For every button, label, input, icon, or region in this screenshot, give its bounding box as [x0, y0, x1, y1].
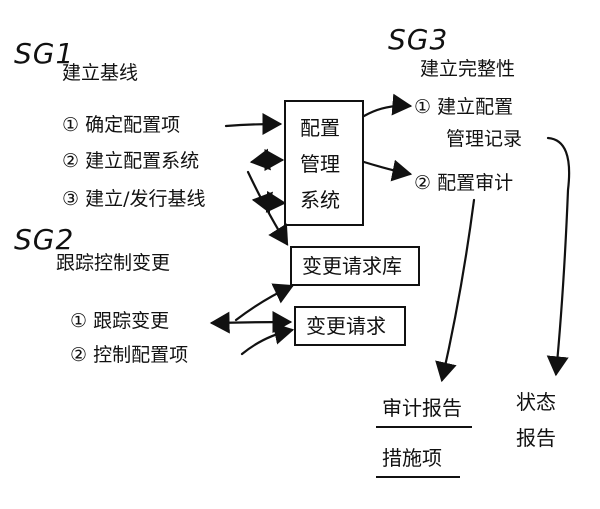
- sg1-item-2-num: ②: [62, 150, 80, 172]
- sg3-item-1-text-2: 管理记录: [446, 128, 523, 150]
- sg2-title: 跟踪控制变更: [56, 252, 171, 274]
- arrow-baseline-cms: [251, 190, 287, 214]
- arrow-cms-to-records: [362, 93, 413, 118]
- sg3-item-2-text: 配置审计: [437, 172, 514, 194]
- sg1-item-3: ③ 建立/发行基线: [62, 190, 206, 209]
- change-request-label: 变更请求: [306, 314, 386, 338]
- arrow-system-to-crdb: [246, 170, 289, 246]
- sg3-item-1-num: ①: [414, 96, 432, 118]
- sg1-label: SG1: [14, 37, 75, 70]
- audit-report-underline: [376, 426, 472, 428]
- change-request-db-box: [290, 246, 420, 286]
- arrow-request-to-crdb: [234, 283, 294, 322]
- sg3-title: 建立完整性: [420, 58, 516, 80]
- sg2-label: SG2: [14, 223, 75, 256]
- arrow-records-to-status: [546, 136, 571, 377]
- status-report-line-2: 报告: [516, 426, 556, 450]
- arrow-cms-to-audit: [362, 159, 413, 182]
- sg2-item-1-num: ①: [70, 310, 88, 332]
- change-request-db-label: 变更请求库: [302, 254, 402, 278]
- sg1-item-1-text: 确定配置项: [85, 114, 181, 136]
- sg1-item-3-text: 建立/发行基线: [85, 188, 206, 210]
- sg2-item-2-num: ②: [70, 344, 88, 366]
- status-report: 状态 报告: [516, 384, 556, 456]
- arrow-identify-to-cms: [224, 113, 283, 136]
- action-items-underline: [376, 476, 460, 478]
- sg3-item-1-line-1: ① 建立配置: [414, 98, 513, 117]
- sg2-item-2-text: 控制配置项: [93, 344, 189, 366]
- arrow-audit-to-report: [435, 198, 476, 383]
- sg1-item-2-text: 建立配置系统: [85, 150, 200, 172]
- cms-box-line-1: 配置: [300, 116, 340, 140]
- sg1-item-3-num: ③: [62, 188, 80, 210]
- sg1-item-1-num: ①: [62, 114, 80, 136]
- sg2-item-1-text: 跟踪变更: [93, 310, 170, 332]
- cms-box: [284, 100, 364, 226]
- arrow-establish-system-cms: [249, 148, 285, 172]
- sg3-item-2: ② 配置审计: [414, 174, 513, 193]
- cms-box-line-3: 系统: [300, 188, 340, 212]
- sg1-item-2: ② 建立配置系统: [62, 152, 199, 171]
- cms-box-label: 配置 管理 系统: [300, 110, 340, 218]
- sg2-item-2: ② 控制配置项: [70, 346, 188, 365]
- action-items: 措施项: [382, 446, 442, 470]
- sg1-title: 建立基线: [62, 62, 139, 84]
- sg1-item-1: ① 确定配置项: [62, 116, 180, 135]
- arrow-track-change-request: [209, 311, 293, 334]
- sg3-item-2-num: ②: [414, 172, 432, 194]
- arrow-control-to-request: [240, 322, 295, 356]
- sg3-label: SG3: [388, 23, 449, 56]
- audit-report: 审计报告: [382, 396, 462, 420]
- cms-box-line-2: 管理: [300, 152, 340, 176]
- status-report-line-1: 状态: [516, 390, 556, 414]
- change-request-box: [294, 306, 406, 346]
- sg3-item-1-text-1: 建立配置: [437, 96, 514, 118]
- sg2-item-1: ① 跟踪变更: [70, 312, 169, 331]
